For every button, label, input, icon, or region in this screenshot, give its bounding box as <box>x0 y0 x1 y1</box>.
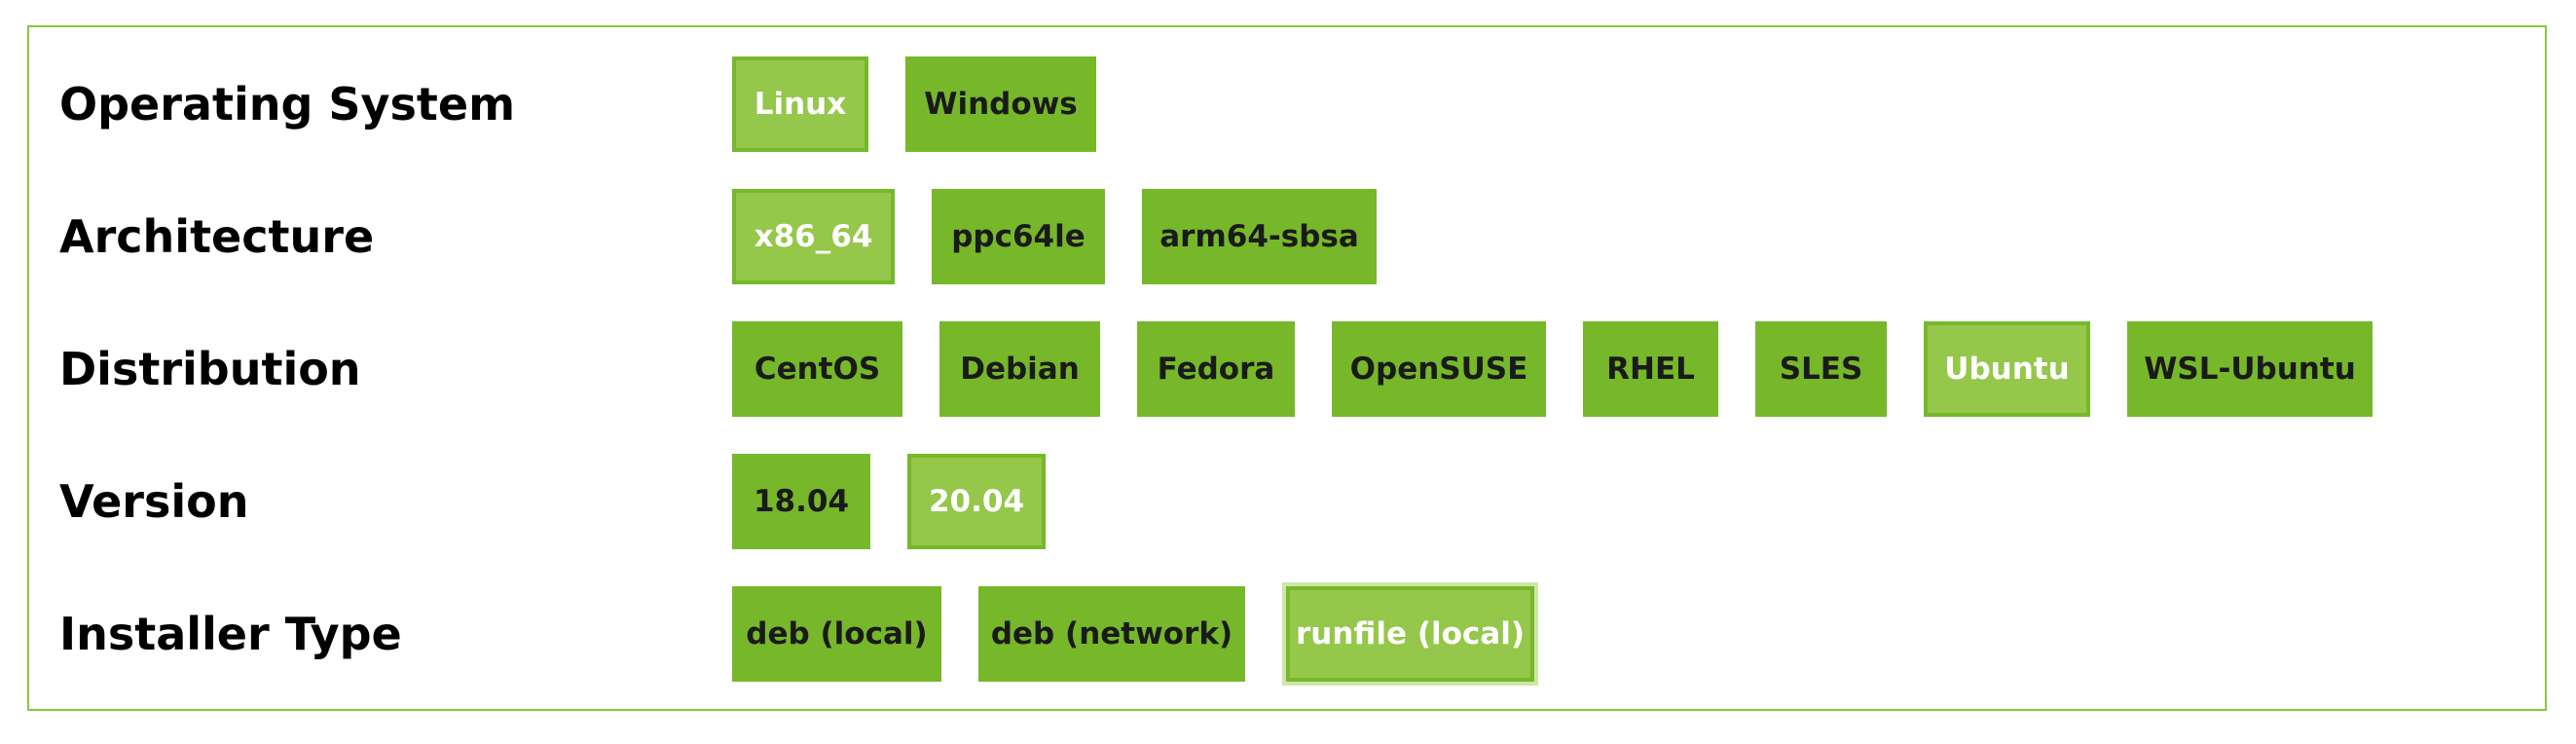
option-arch-x86_64[interactable]: x86_64 <box>732 189 895 284</box>
row-label-distribution: Distribution <box>59 343 361 395</box>
option-distro-opensuse[interactable]: OpenSUSE <box>1332 321 1546 417</box>
option-installer-runfile-local[interactable]: runfile (local) <box>1282 582 1538 686</box>
row-architecture: Architecture x86_64 ppc64le arm64-sbsa <box>29 189 2545 284</box>
row-operating-system: Operating System Linux Windows <box>29 56 2545 152</box>
option-version-20-04[interactable]: 20.04 <box>907 454 1046 549</box>
row-distribution: Distribution CentOS Debian Fedora OpenSU… <box>29 321 2545 417</box>
option-os-windows[interactable]: Windows <box>905 56 1096 152</box>
option-installer-deb-local[interactable]: deb (local) <box>732 586 941 682</box>
option-distro-fedora[interactable]: Fedora <box>1137 321 1295 417</box>
option-distro-wsl-ubuntu[interactable]: WSL-Ubuntu <box>2127 321 2373 417</box>
option-arch-ppc64le[interactable]: ppc64le <box>932 189 1105 284</box>
option-distro-debian[interactable]: Debian <box>939 321 1100 417</box>
row-label-installer-type: Installer Type <box>59 608 402 660</box>
installer-selector-panel: Operating System Linux Windows Architect… <box>27 25 2547 711</box>
row-label-operating-system: Operating System <box>59 78 516 130</box>
option-distro-centos[interactable]: CentOS <box>732 321 902 417</box>
option-distro-ubuntu[interactable]: Ubuntu <box>1924 321 2090 417</box>
row-label-version: Version <box>59 475 249 528</box>
row-installer-type: Installer Type deb (local) deb (network)… <box>29 582 2545 686</box>
option-os-linux[interactable]: Linux <box>732 56 868 152</box>
option-arch-arm64-sbsa[interactable]: arm64-sbsa <box>1142 189 1377 284</box>
row-version: Version 18.04 20.04 <box>29 454 2545 549</box>
option-distro-sles[interactable]: SLES <box>1755 321 1887 417</box>
option-distro-rhel[interactable]: RHEL <box>1583 321 1718 417</box>
row-label-architecture: Architecture <box>59 210 375 263</box>
option-version-18-04[interactable]: 18.04 <box>732 454 870 549</box>
option-installer-deb-network[interactable]: deb (network) <box>978 586 1245 682</box>
